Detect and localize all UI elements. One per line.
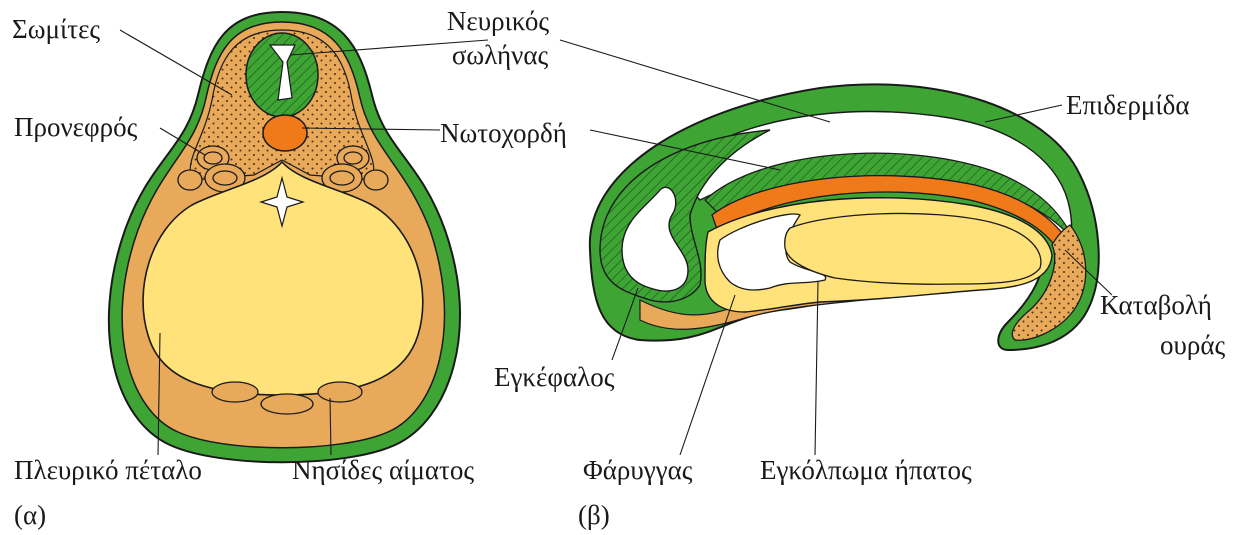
label-notochord: Νωτοχορδή [440,118,567,148]
label-tail-line1: Καταβολή [1100,290,1212,320]
label-blood-islands: Νησίδες αίματος [292,455,474,485]
notochord [263,115,307,151]
caption-b: (β) [578,500,610,530]
label-pronephros: Προνεφρός [14,112,137,142]
label-neural-tube-line1: Νευρικός [438,6,558,36]
label-lateral-plate: Πλευρικό πέταλο [14,455,202,485]
cross-section-a [109,12,488,462]
label-tail-line2: ουράς [1160,330,1225,360]
label-neural-tube-line2: σωλήνας [440,40,560,70]
label-brain: Εγκέφαλος [494,362,614,392]
label-liver-pocket: Εγκόλπωμα ήπατος [760,455,972,485]
label-epidermis: Επιδερμίδα [1066,90,1190,120]
caption-a: (α) [14,500,46,530]
label-somites: Σωμίτες [12,14,100,44]
label-pharynx: Φάρυγγας [583,455,692,485]
longitudinal-section-b [560,40,1112,455]
